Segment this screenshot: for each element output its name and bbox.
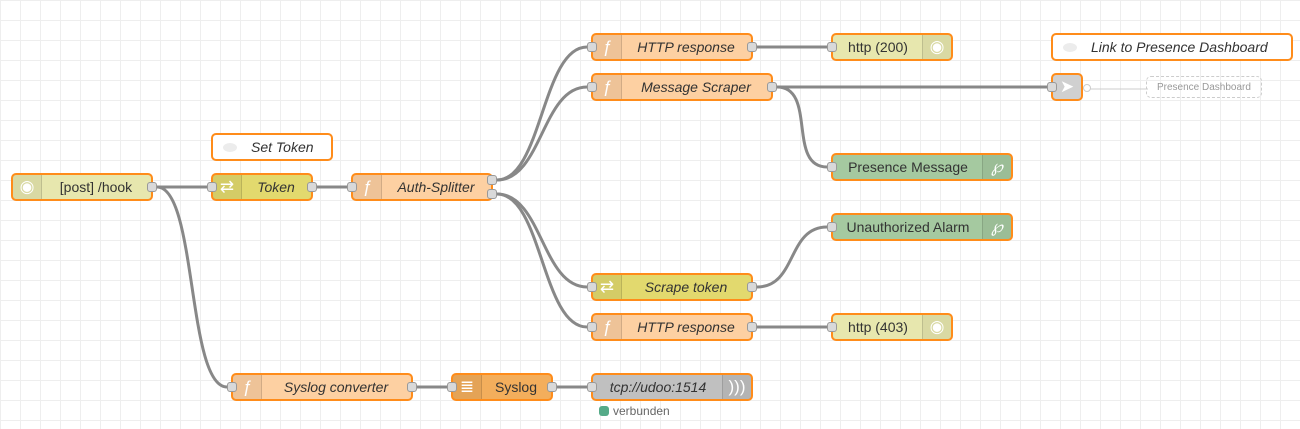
link-out-icon: ➤ — [1053, 75, 1081, 99]
wire[interactable] — [156, 185, 228, 389]
node-label: HTTP response — [637, 319, 735, 335]
input-port[interactable] — [587, 42, 597, 52]
node-label: HTTP response — [637, 39, 735, 55]
input-port[interactable] — [587, 322, 597, 332]
function-node-http-response-denied[interactable]: ƒ HTTP response — [591, 313, 753, 341]
pushover-node-unauthorized-alarm[interactable]: Unauthorized Alarm ℘ — [831, 213, 1013, 241]
link-port — [1083, 84, 1091, 92]
wire[interactable] — [496, 85, 588, 182]
output-port[interactable] — [747, 322, 757, 332]
globe-icon: ◉ — [922, 315, 951, 339]
function-icon: ƒ — [233, 375, 262, 399]
node-label: http (200) — [848, 39, 908, 55]
input-port[interactable] — [587, 382, 597, 392]
node-label: Unauthorized Alarm — [846, 219, 970, 235]
output-port-1[interactable] — [487, 175, 497, 185]
output-port[interactable] — [747, 42, 757, 52]
output-port-2[interactable] — [487, 189, 497, 199]
status-label: verbunden — [613, 404, 670, 418]
change-node-token[interactable]: ⇄ Token — [211, 173, 313, 201]
input-port[interactable] — [447, 382, 457, 392]
node-status: verbunden — [599, 404, 670, 418]
output-port[interactable] — [747, 282, 757, 292]
tcp-out-node[interactable]: tcp://udoo:1514 ))) — [591, 373, 753, 401]
comment-label: Link to Presence Dashboard — [1091, 39, 1268, 55]
input-port[interactable] — [827, 322, 837, 332]
comment-icon — [223, 143, 237, 152]
output-port[interactable] — [407, 382, 417, 392]
status-indicator — [599, 406, 609, 416]
node-label: Scrape token — [644, 279, 728, 295]
wire[interactable] — [776, 85, 828, 169]
output-port[interactable] — [547, 382, 557, 392]
node-label: [post] /hook — [59, 179, 133, 195]
function-node-auth-splitter[interactable]: ƒ Auth-Splitter — [351, 173, 493, 201]
node-label: Presence Message — [848, 159, 968, 175]
node-label: Syslog converter — [283, 379, 389, 395]
output-port[interactable] — [767, 82, 777, 92]
wire[interactable] — [496, 192, 588, 289]
comment-icon — [1063, 43, 1077, 52]
node-label: Syslog — [494, 379, 538, 395]
wireless-icon: ))) — [722, 375, 751, 399]
input-port[interactable] — [207, 182, 217, 192]
list-icon: ≣ — [453, 375, 482, 399]
virtual-link-wire — [1090, 88, 1148, 90]
output-port[interactable] — [307, 182, 317, 192]
input-port[interactable] — [587, 282, 597, 292]
input-port[interactable] — [827, 42, 837, 52]
function-icon: ƒ — [353, 175, 382, 199]
syslog-node[interactable]: ≣ Syslog — [451, 373, 553, 401]
comment-node-set-token[interactable]: Set Token — [211, 133, 333, 161]
function-icon: ƒ — [593, 75, 622, 99]
input-port[interactable] — [827, 162, 837, 172]
input-port[interactable] — [347, 182, 357, 192]
input-port[interactable] — [827, 222, 837, 232]
node-label: http (403) — [848, 319, 908, 335]
http-in-node[interactable]: ◉ [post] /hook — [11, 173, 153, 201]
globe-icon: ◉ — [922, 35, 951, 59]
change-node-scrape-token[interactable]: ⇄ Scrape token — [591, 273, 753, 301]
function-node-syslog-converter[interactable]: ƒ Syslog converter — [231, 373, 413, 401]
http-response-node-403[interactable]: http (403) ◉ — [831, 313, 953, 341]
input-port[interactable] — [1047, 82, 1057, 92]
node-label: Auth-Splitter — [397, 179, 475, 195]
link-target-label: Presence Dashboard — [1157, 81, 1251, 93]
pushover-node-presence-message[interactable]: Presence Message ℘ — [831, 153, 1013, 181]
function-node-http-response-ok[interactable]: ƒ HTTP response — [591, 33, 753, 61]
wire[interactable] — [496, 192, 588, 329]
wire[interactable] — [496, 45, 588, 182]
node-label: tcp://udoo:1514 — [609, 379, 707, 395]
node-label: Message Scraper — [641, 79, 751, 95]
input-port[interactable] — [587, 82, 597, 92]
comment-label: Set Token — [251, 139, 314, 155]
comment-node-presence-dashboard[interactable]: Link to Presence Dashboard — [1051, 33, 1293, 61]
function-node-message-scraper[interactable]: ƒ Message Scraper — [591, 73, 773, 101]
function-icon: ƒ — [593, 315, 622, 339]
wire[interactable] — [756, 225, 828, 289]
pushover-icon: ℘ — [982, 155, 1011, 179]
globe-icon: ◉ — [13, 175, 42, 199]
http-response-node-200[interactable]: http (200) ◉ — [831, 33, 953, 61]
shuffle-icon: ⇄ — [593, 275, 622, 299]
function-icon: ƒ — [593, 35, 622, 59]
virtual-link-target[interactable]: Presence Dashboard — [1146, 76, 1262, 98]
node-label: Token — [257, 179, 295, 195]
shuffle-icon: ⇄ — [213, 175, 242, 199]
pushover-icon: ℘ — [982, 215, 1011, 239]
output-port[interactable] — [147, 182, 157, 192]
input-port[interactable] — [227, 382, 237, 392]
